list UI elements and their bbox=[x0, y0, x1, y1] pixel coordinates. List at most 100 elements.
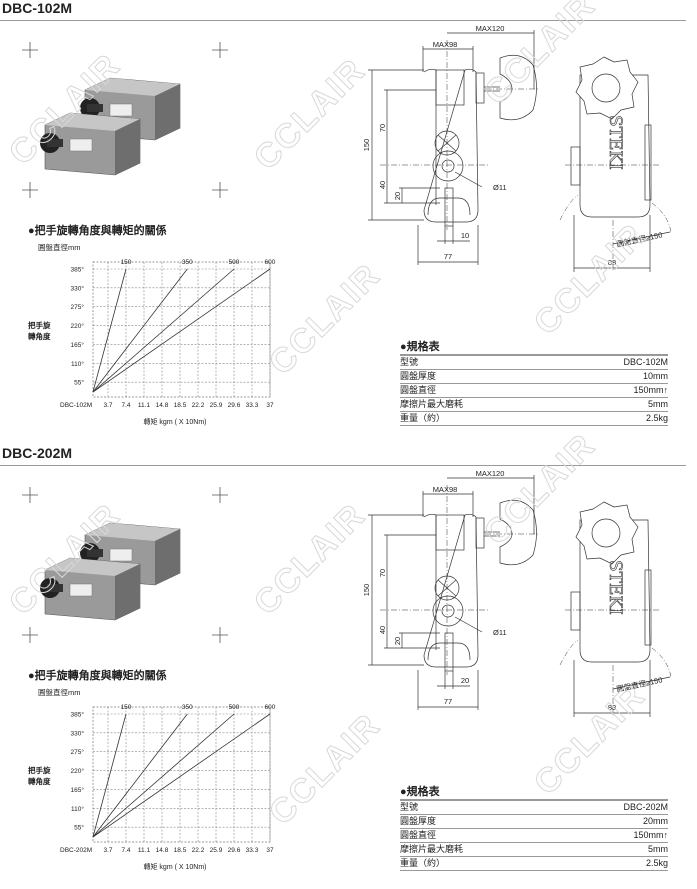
dim-hole-diameter: Ø11 bbox=[493, 628, 507, 637]
crop-mark bbox=[212, 182, 228, 198]
dim-disc-thickness: 10 bbox=[461, 231, 469, 240]
disc-diameter-label: 圓盤直徑mm bbox=[38, 243, 81, 252]
dim-150: 150 bbox=[362, 139, 371, 152]
spec-label: 摩擦片最大磨耗 bbox=[400, 842, 558, 857]
dim-70: 70 bbox=[378, 569, 387, 577]
dim-disc-diameter: 圓盤直徑≥150 bbox=[616, 674, 664, 693]
crop-mark bbox=[22, 627, 38, 643]
x-tick-label: 14.8 bbox=[156, 402, 169, 409]
spec-value: 10mm bbox=[557, 369, 668, 384]
dim-40: 40 bbox=[378, 181, 387, 189]
spec-label: 圓盤直徑 bbox=[400, 828, 558, 843]
x-tick-label: 29.6 bbox=[228, 847, 241, 854]
spec-value: 2.5kg bbox=[557, 856, 668, 871]
spec-heading: ●規格表 bbox=[400, 341, 440, 353]
spec-label: 摩擦片最大磨耗 bbox=[400, 397, 558, 412]
dim-max98: MAX98 bbox=[433, 485, 458, 494]
y-tick-label: 220° bbox=[71, 322, 85, 330]
spec-label: 重量（約） bbox=[400, 411, 558, 426]
model-title: DBC-102M bbox=[2, 0, 73, 16]
side-bolt bbox=[570, 146, 581, 186]
chart-heading: ●把手旋轉角度與轉矩的關係 bbox=[28, 670, 167, 682]
series-label: 600 bbox=[265, 259, 276, 266]
x-tick-label: 11.1 bbox=[138, 402, 151, 409]
brake-unit-image bbox=[40, 112, 141, 176]
dim-150: 150 bbox=[362, 584, 371, 597]
product-photo bbox=[22, 42, 228, 198]
product-photo bbox=[22, 487, 228, 643]
dim-disc-diameter: 圓盤直徑≥150 bbox=[616, 229, 664, 248]
front-view-body bbox=[423, 513, 479, 668]
side-bolt bbox=[570, 591, 581, 631]
series-line-150 bbox=[92, 268, 127, 393]
series-line-350 bbox=[92, 268, 188, 393]
y-tick-label: 385° bbox=[71, 711, 85, 719]
series-label: 150 bbox=[121, 259, 132, 266]
wheel bbox=[427, 197, 471, 216]
x-tick-label: 37 bbox=[266, 402, 274, 409]
clamp-block bbox=[435, 514, 465, 551]
spec-label: 圓盤厚度 bbox=[400, 814, 558, 829]
series-label: 150 bbox=[121, 704, 132, 711]
x-tick-label: 33.3 bbox=[246, 847, 259, 854]
series-label: 350 bbox=[182, 704, 193, 711]
y-tick-label: 110° bbox=[71, 805, 84, 813]
knob-side bbox=[499, 54, 537, 121]
spec-label: 型號 bbox=[400, 799, 558, 815]
spec-value: 5mm bbox=[557, 842, 668, 857]
hole bbox=[441, 604, 455, 618]
y-axis-label: 把手旋轉角度 bbox=[28, 765, 51, 786]
spec-value: 150mm↑ bbox=[557, 828, 668, 843]
front-view-body bbox=[423, 68, 479, 223]
spec-value: 150mm↑ bbox=[557, 383, 668, 398]
dim-77: 77 bbox=[444, 697, 452, 706]
pivot-ring bbox=[432, 595, 464, 627]
y-axis-label: 把手旋轉角度 bbox=[28, 320, 51, 341]
x-tick-label: 25.9 bbox=[210, 402, 223, 409]
dim-disc-thickness: 20 bbox=[461, 676, 469, 685]
spec-label: 圓盤厚度 bbox=[400, 369, 558, 384]
side-view-body bbox=[579, 519, 651, 663]
series-label: 500 bbox=[229, 704, 240, 711]
crop-mark bbox=[22, 42, 38, 58]
x-tick-label: 25.9 bbox=[210, 847, 223, 854]
dim-70: 70 bbox=[378, 124, 387, 132]
clamp-block bbox=[435, 69, 465, 106]
series-line-600 bbox=[92, 268, 271, 393]
origin-model-label: DBC-102M bbox=[60, 402, 92, 409]
dim-88: 88 bbox=[608, 258, 616, 267]
x-tick-label: 3.7 bbox=[103, 402, 112, 409]
dim-max98: MAX98 bbox=[433, 40, 458, 49]
side-plate bbox=[644, 124, 652, 201]
disc-stem bbox=[444, 187, 454, 227]
title-divider bbox=[0, 20, 686, 21]
x-tick-label: 14.8 bbox=[156, 847, 169, 854]
series-line-500 bbox=[92, 713, 235, 838]
x-tick-label: 33.3 bbox=[246, 402, 259, 409]
spec-row: 重量（約）2.5kg bbox=[400, 411, 668, 426]
y-tick-label: 110° bbox=[71, 360, 84, 368]
y-tick-label: 275° bbox=[71, 748, 85, 756]
series-label: 350 bbox=[182, 259, 193, 266]
x-tick-label: 18.5 bbox=[174, 402, 187, 409]
x-tick-label: 18.5 bbox=[174, 847, 187, 854]
series-line-600 bbox=[92, 713, 271, 838]
pivot-ring bbox=[432, 150, 464, 182]
dim-40: 40 bbox=[378, 626, 387, 634]
hole bbox=[441, 159, 455, 173]
x-tick-label: 37 bbox=[266, 847, 274, 854]
x-tick-label: 22.2 bbox=[192, 847, 205, 854]
spec-value: 20mm bbox=[557, 814, 668, 829]
dim-max120: MAX120 bbox=[476, 469, 505, 478]
crop-mark bbox=[212, 42, 228, 58]
side-view-body bbox=[579, 74, 651, 218]
